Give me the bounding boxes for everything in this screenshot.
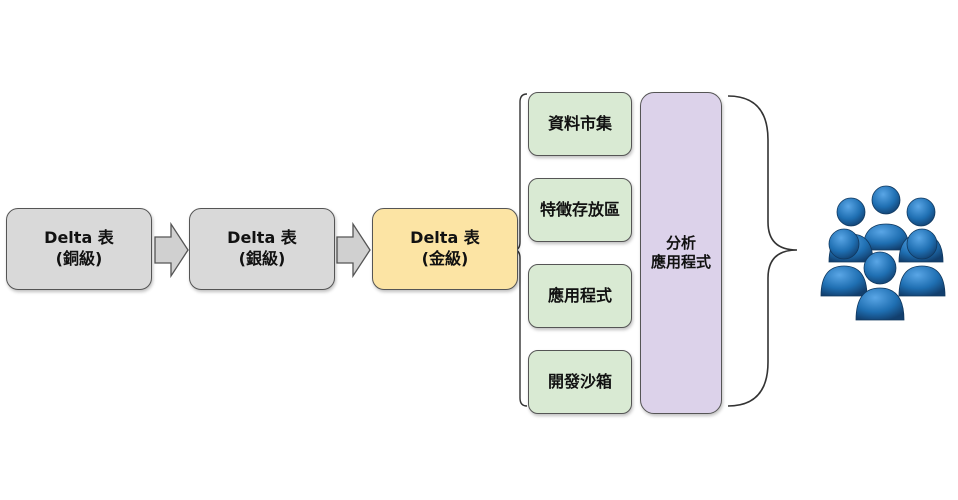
consumer-dev-sandbox: 開發沙箱 — [528, 350, 632, 414]
consumer-label: 應用程式 — [547, 285, 612, 305]
gold-tier: (金級) — [421, 249, 469, 268]
consumer-label: 開發沙箱 — [547, 371, 612, 391]
gold-title: Delta 表 — [410, 228, 480, 248]
analytics-line1: 分析 — [665, 233, 696, 252]
right-arrow-icon — [336, 221, 371, 279]
silver-title: Delta 表 — [227, 228, 297, 248]
analytics-applications: 分析 應用程式 — [640, 92, 722, 414]
consumer-data-mart: 資料市集 — [528, 92, 632, 156]
analytics-line2: 應用程式 — [650, 253, 711, 271]
consumer-label: 資料市集 — [547, 113, 612, 133]
consumer-feature-store: 特徵存放區 — [528, 178, 632, 242]
silver-tier: (銀級) — [238, 249, 286, 268]
gold-delta-table: Delta 表 (金級) — [372, 208, 518, 290]
bronze-tier: (銅級) — [55, 249, 103, 268]
right-curly-brace — [727, 95, 798, 407]
bronze-title: Delta 表 — [44, 228, 114, 248]
user-group-icon — [820, 185, 946, 321]
bronze-delta-table: Delta 表 (銅級) — [6, 208, 152, 290]
consumer-applications: 應用程式 — [528, 264, 632, 328]
silver-delta-table: Delta 表 (銀級) — [189, 208, 335, 290]
consumer-label: 特徵存放區 — [539, 199, 620, 219]
right-arrow-icon — [154, 221, 189, 279]
